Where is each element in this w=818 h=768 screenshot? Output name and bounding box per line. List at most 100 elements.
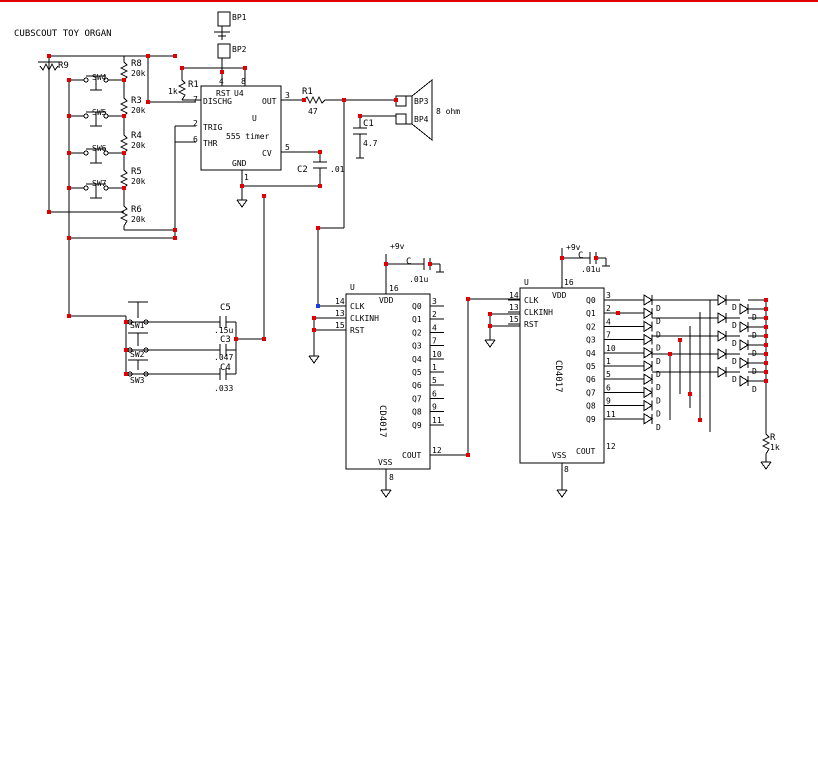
chip2-output-pin: 1 [606, 357, 611, 366]
schematic-title: CUBSCOUT TOY ORGAN [14, 29, 112, 39]
switch-sw2-label: SW2 [130, 350, 145, 359]
resistor-r-ref: R [770, 433, 776, 443]
junction-dot [764, 352, 768, 356]
resistor-r5-ref: R5 [131, 167, 142, 177]
diode-label: D [656, 396, 661, 405]
switch-sw7[interactable] [83, 183, 109, 199]
junction-dot [594, 256, 598, 260]
diode-symbol [643, 386, 653, 399]
timer-suffix: U4 [234, 89, 244, 98]
chip2-output-label: Q9 [586, 415, 596, 424]
resistor-r4-value: 20k [131, 141, 146, 150]
chip2-cap-ref: C [578, 251, 583, 261]
junction-dot [764, 379, 768, 383]
resistor-r1-47 [303, 95, 326, 105]
timer-num-gnd: 1 [244, 173, 249, 182]
chip1-output-pin: 7 [432, 337, 437, 346]
junction-dot [764, 361, 768, 365]
junction-dot [312, 316, 316, 320]
chip1-input-pin: 14 [335, 297, 345, 306]
chip1-vdd-pin: 16 [389, 284, 399, 293]
switch-sw1-label: SW1 [130, 321, 145, 330]
chip1-input-label: CLK [350, 302, 365, 311]
timer-pin-out: OUT [262, 97, 277, 106]
led-symbol [717, 330, 727, 342]
led-symbol [739, 357, 749, 369]
junction-dot [764, 298, 768, 302]
tone-switch-bank [125, 316, 237, 380]
ground-icon [308, 355, 320, 364]
junction-dot [302, 98, 306, 102]
chip1-cap-ref: C [406, 257, 411, 267]
cap-c3-ref: C3 [220, 335, 231, 345]
junction-dot [124, 372, 128, 376]
junction-dot [173, 228, 177, 232]
junction-dot [560, 256, 564, 260]
chip2-output-pin: 10 [606, 344, 616, 353]
chip2-input-label: CLKINH [524, 308, 553, 317]
diode-label: D [656, 304, 661, 313]
junction-dot [122, 186, 126, 190]
junction-dot [668, 352, 672, 356]
timer-num-out: 3 [285, 91, 290, 100]
speaker-label: 8 ohm [436, 107, 460, 116]
switch-sw1[interactable] [127, 301, 149, 325]
junction-dot [764, 370, 768, 374]
chip1-cout: COUT [402, 451, 421, 460]
switch-sw4[interactable] [83, 75, 109, 91]
chip1-input-pin: 13 [335, 309, 345, 318]
timer-ref: U [252, 114, 257, 123]
chip2-vss: VSS [552, 451, 567, 460]
led-symbol [717, 294, 727, 306]
battery-bp1-label: BP1 [232, 13, 247, 22]
counter-chip-1 [313, 254, 440, 490]
cap-c4-ref: C4 [220, 363, 231, 373]
diode-symbol [643, 333, 653, 346]
junction-dot [122, 151, 126, 155]
resistor-r3-ref: R3 [131, 96, 142, 106]
junction-dot [358, 114, 362, 118]
chip2-ref: U [524, 278, 529, 287]
timer-pin-gnd: GND [232, 159, 247, 168]
chip2-cap-value: .01u [581, 265, 600, 274]
switch-sw6[interactable] [83, 148, 109, 164]
timer-555 [177, 67, 320, 200]
speaker [395, 78, 433, 142]
junction-dot [262, 337, 266, 341]
chip1-output-pin: 11 [432, 416, 442, 425]
junction-dot [243, 66, 247, 70]
diode-label: D [656, 357, 661, 366]
diode-label: D [656, 344, 661, 353]
led-label: D [732, 321, 737, 330]
junction-dot [67, 151, 71, 155]
chip2-output-label: Q1 [586, 309, 596, 318]
junction-dot [764, 325, 768, 329]
switch-sw5-label: SW5 [92, 108, 107, 117]
chip2-output-label: Q7 [586, 388, 596, 397]
chip2-output-label: Q6 [586, 375, 596, 384]
switch-sw5[interactable] [83, 111, 109, 127]
chip2-vdd-pin: 16 [564, 278, 574, 287]
junction-dot [488, 324, 492, 328]
output-resistor [761, 302, 771, 462]
ground-icon [484, 339, 496, 348]
chip1-output-label: Q3 [412, 342, 422, 351]
resistor-r1b-value: 47 [308, 107, 318, 116]
diode-symbol [643, 399, 653, 412]
chip1-output-pin: 10 [432, 350, 442, 359]
junction-dot [146, 54, 150, 58]
junction-dot [173, 236, 177, 240]
chip2-cout: COUT [576, 447, 595, 456]
chip2-output-pin: 3 [606, 291, 611, 300]
chip1-supply-label: +9v [390, 242, 405, 251]
chip2-output-pin: 11 [606, 410, 616, 419]
chip1-output-label: Q6 [412, 381, 422, 390]
led-label: D [752, 385, 757, 394]
led-label: D [732, 357, 737, 366]
diode-label: D [656, 330, 661, 339]
chip1-cap-value: .01u [409, 275, 428, 284]
chip2-output-label: Q0 [586, 296, 596, 305]
